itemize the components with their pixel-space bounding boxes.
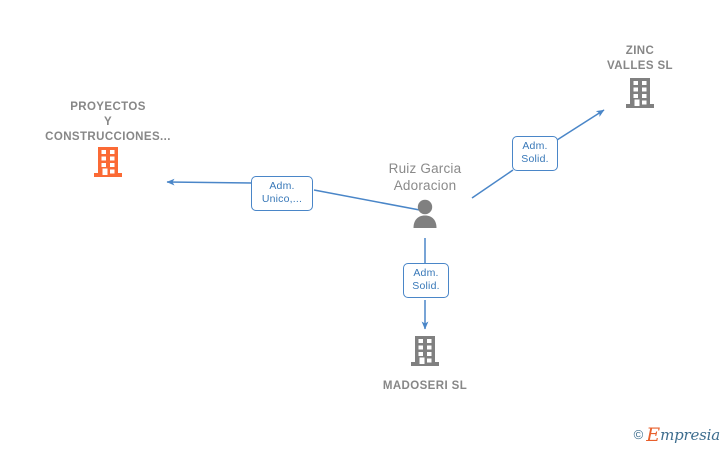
building-icon (360, 334, 490, 373)
brand-name: mpresia (660, 426, 720, 444)
brand-initial: E (646, 424, 661, 446)
edge-label-adm-solid-zinc[interactable]: Adm. Solid. (512, 136, 558, 171)
empresia-watermark: © Empresia (633, 424, 721, 446)
edge-label-adm-unico[interactable]: Adm. Unico,... (251, 176, 313, 211)
copyright-icon: © (633, 427, 644, 442)
building-icon (575, 76, 705, 115)
edge-label-adm-solid-madoseri[interactable]: Adm. Solid. (403, 263, 449, 298)
node-label-proyectos: PROYECTOS Y CONSTRUCCIONES... (45, 101, 171, 143)
edge-ruiz-garcia-to-proyectos (166, 178, 426, 212)
node-proyectos-y-construcciones[interactable]: PROYECTOS Y CONSTRUCCIONES... (18, 100, 198, 184)
building-icon (18, 145, 198, 184)
node-zinc-valles-sl[interactable]: ZINC VALLES SL (575, 44, 705, 115)
node-madoseri-sl[interactable]: MADOSERI SL (360, 334, 490, 394)
person-icon (355, 198, 495, 235)
node-ruiz-garcia-adoracion[interactable]: Ruiz Garcia Adoracion (355, 160, 495, 235)
node-label-ruiz-garcia: Ruiz Garcia Adoracion (388, 161, 462, 193)
brand-logo: Empresia (646, 424, 720, 446)
node-label-madoseri: MADOSERI SL (382, 380, 468, 392)
edge-ruiz-garcia-to-zinc-valles (471, 109, 605, 199)
node-label-zinc-valles: ZINC VALLES SL (606, 45, 673, 72)
